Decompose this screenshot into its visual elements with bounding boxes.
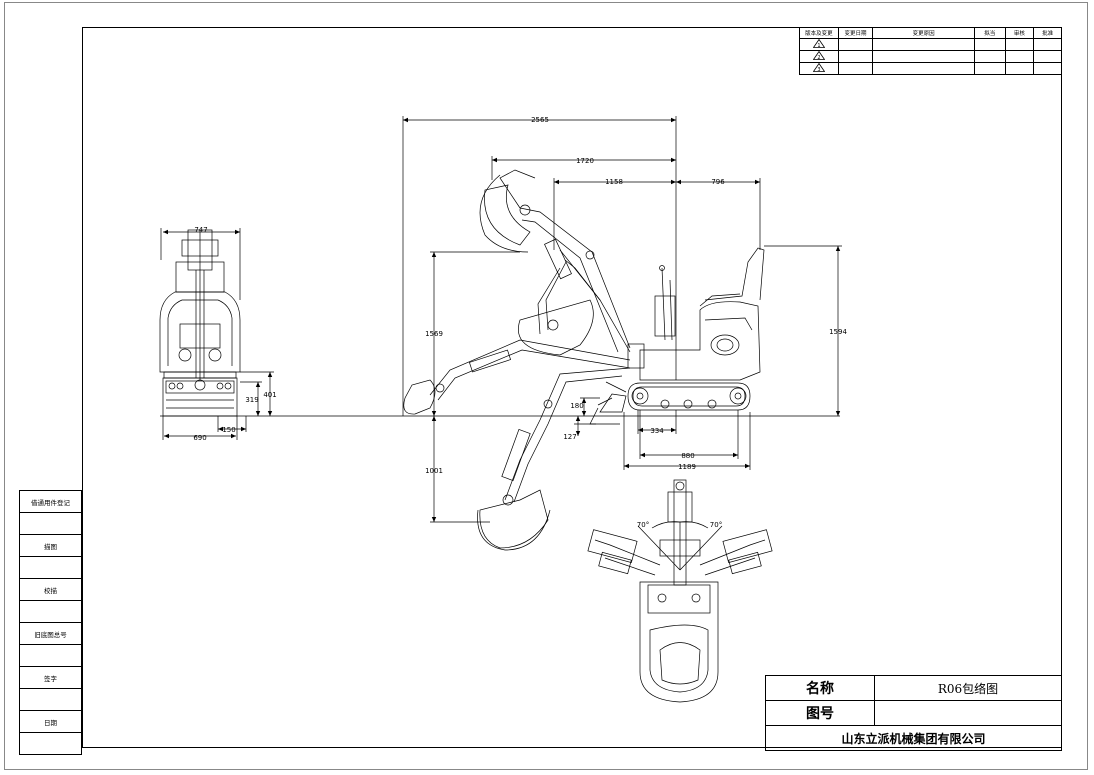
- dim-front-height-a: 319: [245, 396, 258, 404]
- dim-swing-right: 70°: [710, 521, 722, 529]
- front-view: [159, 229, 241, 417]
- dim-track-width: 334: [650, 427, 664, 435]
- outer-frame: [4, 2, 1088, 770]
- revision-table: 版本及变更 变更日期 变更原因 拟当 审核 批准 1 2 3: [799, 27, 1062, 75]
- dim-front-blade-width: 150: [222, 426, 235, 434]
- boom-ground-reach: [403, 339, 631, 415]
- rev-mark-3: 3: [799, 62, 839, 75]
- dim-front-height-b: 401: [263, 391, 276, 399]
- name-value: R06包络图: [874, 675, 1062, 701]
- title-block: 名称 R06包络图 图号 山东立派机械集团有限公司: [765, 675, 1062, 751]
- dim-dig-height: 1569: [425, 330, 443, 338]
- side-view: [589, 247, 765, 425]
- dim-dig-depth: 1001: [425, 467, 443, 475]
- triangle-icon: 3: [812, 62, 826, 73]
- drawing-border: [82, 27, 1062, 748]
- boom-dig-depth: [479, 367, 631, 549]
- svg-text:1: 1: [817, 43, 820, 48]
- triangle-icon: 2: [812, 50, 826, 61]
- dim-front-width-top: 747: [194, 226, 207, 234]
- top-view: [587, 479, 773, 703]
- dim-swing-left: 70°: [637, 521, 649, 529]
- svg-text:3: 3: [817, 67, 820, 72]
- dim-tumbler-distance: 880: [681, 452, 694, 460]
- dim-reach-inner: 1158: [605, 178, 623, 186]
- side-registration-table: 借通用件登记 描图 校描 旧底图总号 签字 日期: [19, 490, 82, 755]
- dim-reach-mid: 1720: [576, 157, 594, 165]
- triangle-icon: 1: [812, 38, 826, 49]
- dim-max-reach: 2565: [531, 116, 549, 124]
- dim-cabin-height: 1594: [829, 328, 847, 336]
- dim-blade-lift: 180: [570, 402, 583, 410]
- boom-middle: [518, 259, 631, 356]
- dim-rear-overhang: 796: [711, 178, 725, 186]
- company-name: 山东立派机械集团有限公司: [765, 725, 1062, 751]
- dim-front-width-bottom: 690: [193, 434, 206, 442]
- side-row-trace: 描图: [19, 534, 82, 557]
- dim-blade-drop: 127: [563, 433, 576, 441]
- boom-upper: [484, 169, 631, 353]
- svg-text:2: 2: [817, 55, 820, 60]
- dim-track-length: 1189: [678, 463, 696, 471]
